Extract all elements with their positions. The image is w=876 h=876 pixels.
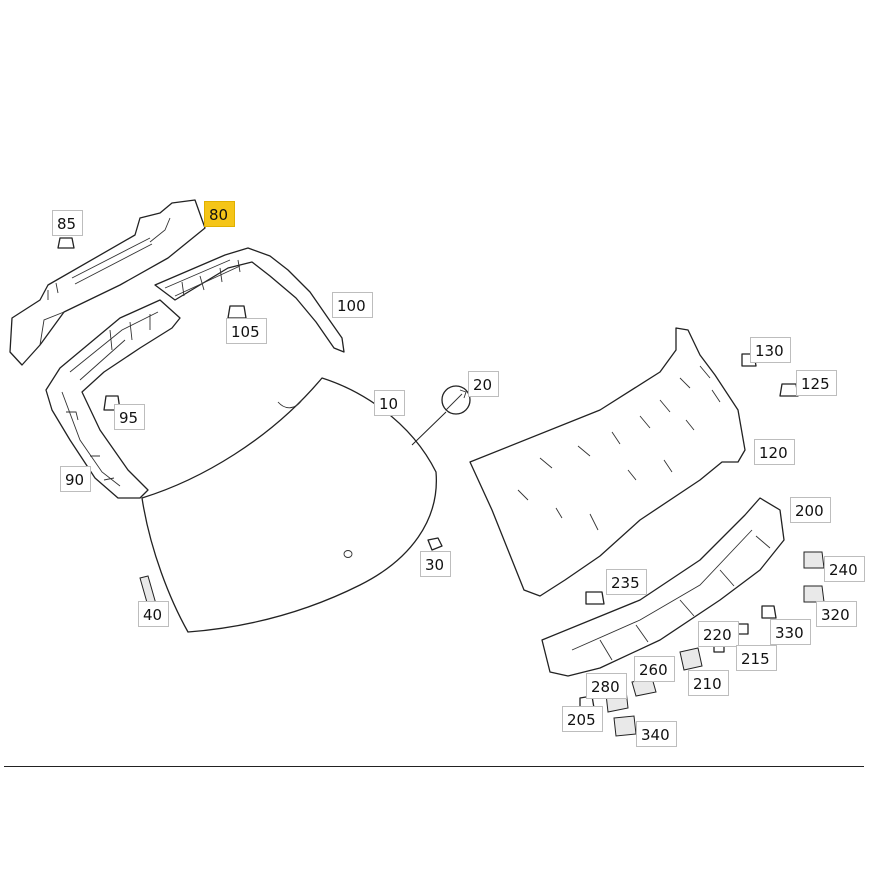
- bottom-divider: [4, 766, 864, 767]
- callout-280[interactable]: 280: [586, 673, 627, 699]
- part-20-wrench-symbol[interactable]: [411, 385, 471, 446]
- part-120-tailgate-panel[interactable]: [469, 327, 746, 597]
- callout-105[interactable]: 105: [226, 318, 267, 344]
- part-200-lower-trim[interactable]: [541, 497, 785, 677]
- part-125-clip[interactable]: [779, 383, 799, 397]
- part-105-clip[interactable]: [227, 305, 247, 319]
- callout-340[interactable]: 340: [636, 721, 677, 747]
- part-330-fastener[interactable]: [761, 605, 777, 619]
- part-100-liner-frame[interactable]: [154, 247, 345, 353]
- callout-205[interactable]: 205: [562, 706, 603, 732]
- part-320-bracket[interactable]: [803, 585, 825, 603]
- callout-320[interactable]: 320: [816, 601, 857, 627]
- part-340-housing[interactable]: [613, 715, 637, 737]
- part-240-bracket[interactable]: [803, 551, 825, 569]
- callout-125[interactable]: 125: [796, 370, 837, 396]
- part-90-side-trim[interactable]: [45, 299, 181, 499]
- callout-215[interactable]: 215: [736, 645, 777, 671]
- callout-40[interactable]: 40: [138, 601, 170, 627]
- callout-260[interactable]: 260: [634, 656, 675, 682]
- part-235-connector[interactable]: [585, 591, 605, 605]
- callout-85[interactable]: 85: [52, 210, 84, 236]
- callout-30[interactable]: 30: [420, 551, 452, 577]
- part-30-block[interactable]: [427, 537, 443, 551]
- callout-220[interactable]: 220: [698, 621, 739, 647]
- callout-200[interactable]: 200: [790, 497, 831, 523]
- callout-210[interactable]: 210: [688, 670, 729, 696]
- callout-20[interactable]: 20: [468, 371, 500, 397]
- part-210-housing[interactable]: [679, 647, 703, 671]
- callout-240[interactable]: 240: [824, 556, 865, 582]
- part-85-clip[interactable]: [57, 237, 75, 249]
- callout-130[interactable]: 130: [750, 337, 791, 363]
- callout-95[interactable]: 95: [114, 404, 146, 430]
- callout-90[interactable]: 90: [60, 466, 92, 492]
- callout-120[interactable]: 120: [754, 439, 795, 465]
- callout-10[interactable]: 10: [374, 390, 406, 416]
- callout-80[interactable]: 80: [204, 201, 236, 227]
- callout-100[interactable]: 100: [332, 292, 373, 318]
- part-220-bulb[interactable]: [737, 623, 749, 635]
- part-10-rear-window[interactable]: [141, 377, 437, 633]
- callout-235[interactable]: 235: [606, 569, 647, 595]
- part-80-upper-trim[interactable]: [9, 199, 206, 366]
- callout-330[interactable]: 330: [770, 619, 811, 645]
